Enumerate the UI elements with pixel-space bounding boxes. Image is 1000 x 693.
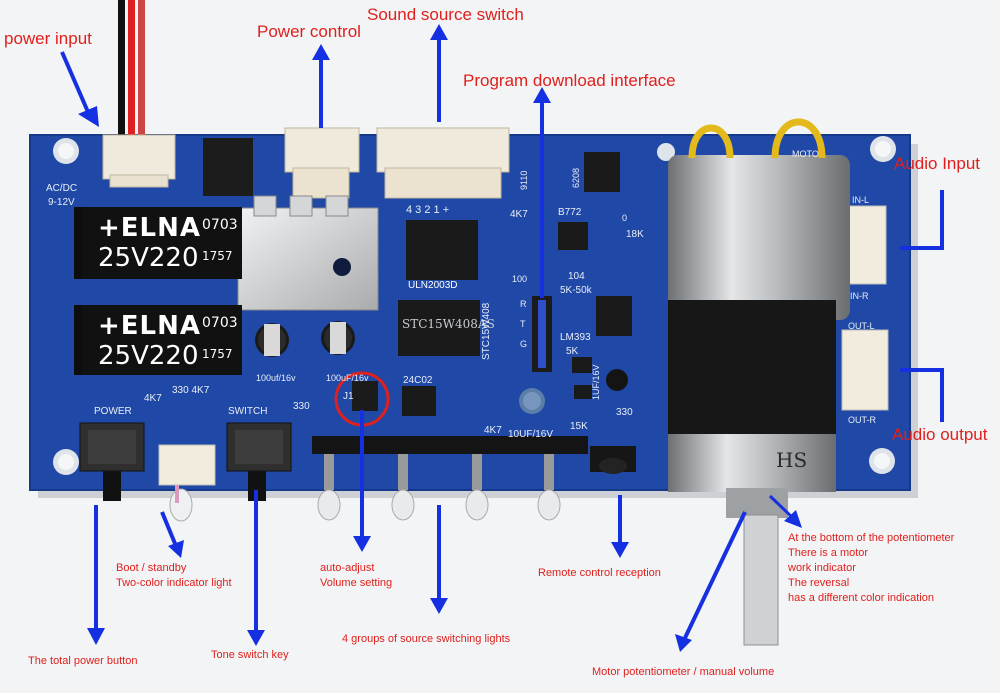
- auto-adjust-line2: Volume setting: [320, 577, 393, 589]
- silk-out-r: OUT-R: [848, 415, 876, 425]
- elna-capacitor-1: +ELNA 0703 25V220 1757: [82, 207, 242, 279]
- motor-brand-hs: HS: [776, 448, 808, 472]
- sound-source-connector: [376, 127, 510, 173]
- r-4k7-b: 4K7: [484, 425, 502, 436]
- small-cap2-label: 100uF/16v: [326, 373, 369, 383]
- cap1-date: 1757: [202, 249, 233, 263]
- indicator-connector: [158, 444, 216, 486]
- chip-24c02-label: 24C02: [403, 375, 433, 386]
- power-wires: [118, 0, 145, 150]
- audio-input-connector: [847, 205, 887, 285]
- cap2-rating: 25V220: [98, 341, 199, 371]
- silk-row-330-4k7: 330 4K7: [172, 385, 210, 396]
- led-bar: [312, 436, 588, 454]
- small-cap1-label: 100uf/16v: [256, 373, 296, 383]
- label-source-lights: 4 groups of source switching lights: [342, 633, 511, 645]
- label-power-input: power input: [4, 29, 92, 48]
- silk-r: R: [520, 299, 527, 309]
- cap-1uf: 1UF/16V: [591, 364, 601, 400]
- motor-note-line4: The reversal: [788, 577, 850, 589]
- label-tone-switch: Tone switch key: [211, 649, 289, 661]
- b772-label: B772: [558, 207, 582, 218]
- label-remote-control: Remote control reception: [538, 567, 661, 579]
- silk-power: POWER: [94, 406, 132, 417]
- chip-b772: [558, 222, 588, 250]
- boot-standby-line2: Two-color indicator light: [116, 577, 232, 589]
- silk-in-l: IN-L: [852, 195, 870, 205]
- motor-note-line1: At the bottom of the potentiometer: [788, 532, 955, 544]
- elna-capacitor-2: +ELNA 0703 25V220 1757: [82, 305, 242, 375]
- silk-switch: SWITCH: [228, 406, 268, 417]
- small-capacitors: [255, 321, 355, 357]
- silk-acdc: AC/DC: [46, 183, 78, 194]
- label-motor-pot: Motor potentiometer / manual volume: [592, 666, 775, 678]
- r-104: 104: [568, 271, 585, 282]
- label-audio-output: Audio output: [892, 425, 988, 444]
- label-motor-note: At the bottom of the potentiometer There…: [788, 531, 954, 606]
- cap2-code: 0703: [202, 315, 238, 331]
- silk-g: G: [520, 339, 528, 349]
- silk-out-l: OUT-L: [848, 321, 875, 331]
- r-5k: 5K: [566, 346, 579, 357]
- silk-moto: MOTO: [792, 149, 819, 159]
- auto-adjust-line1: auto-adjust: [320, 562, 375, 574]
- power-connector: [102, 134, 176, 180]
- chip-6208: [584, 152, 620, 192]
- label-auto-adjust: auto-adjust Volume setting: [320, 561, 392, 591]
- label-boot-standby: Boot / standby Two-color indicator light: [116, 561, 232, 591]
- code-6208: 6208: [571, 167, 581, 188]
- cap1-brand: +ELNA: [98, 213, 201, 243]
- mounting-holes: [53, 136, 896, 475]
- silk-t: T: [520, 319, 526, 329]
- motor-note-line5: has a different color indication: [788, 592, 934, 604]
- cap-10uf: 10UF/16V: [508, 429, 554, 440]
- jumper-j1: [352, 381, 378, 411]
- chip-stc-label: STC15W408AS: [402, 317, 495, 331]
- r-15k: 15K: [570, 421, 588, 432]
- chip-stc-side-label: STC15W408: [481, 302, 492, 360]
- silk-j1: J1: [343, 391, 354, 402]
- cap1-rating: 25V220: [98, 243, 199, 273]
- audio-output-connector: [841, 329, 889, 411]
- silk-in-r: IN-R: [850, 291, 869, 301]
- cap2-date: 1757: [202, 347, 233, 361]
- callout-arrows: [60, 24, 944, 652]
- motor-note-line2: There is a motor: [788, 547, 869, 559]
- cap2-brand: +ELNA: [98, 311, 201, 341]
- lm393-label: LM393: [560, 332, 591, 343]
- chip-uln-label: ULN2003D: [408, 280, 458, 291]
- r-5k50k: 5K-50k: [560, 285, 592, 296]
- r-330-a: 330: [616, 407, 633, 418]
- r-330-b: 330: [293, 401, 310, 412]
- r-4k7-a: 4K7: [510, 209, 528, 220]
- motor-note-line3: work indicator: [788, 562, 856, 574]
- source-leds: [317, 454, 561, 521]
- boot-standby-line1: Boot / standby: [116, 562, 187, 574]
- stc-chip: [398, 300, 480, 356]
- label-sound-source-switch: Sound source switch: [367, 5, 524, 24]
- silk-voltage: 9-12V: [48, 197, 75, 208]
- label-power-control: Power control: [257, 22, 361, 41]
- heatsink: [237, 207, 379, 311]
- uln2003-chip: [406, 220, 478, 280]
- silk-row-4k7: 4K7: [144, 393, 162, 404]
- silk-100: 100: [512, 274, 528, 284]
- eeprom-chip: [402, 386, 436, 416]
- chip-lm393: [596, 296, 632, 336]
- cap1-code: 0703: [202, 217, 238, 233]
- label-total-power: The total power button: [28, 655, 138, 667]
- silk-pin-numbers: 4 3 2 1 +: [406, 204, 450, 216]
- r-18k: 18K: [626, 229, 644, 240]
- silk-0: 0: [622, 213, 628, 223]
- regulator: [203, 138, 253, 196]
- label-program-download: Program download interface: [463, 71, 676, 90]
- power-control-connector: [284, 127, 360, 173]
- code-9110: 9110: [519, 170, 529, 190]
- label-audio-input: Audio Input: [894, 154, 981, 173]
